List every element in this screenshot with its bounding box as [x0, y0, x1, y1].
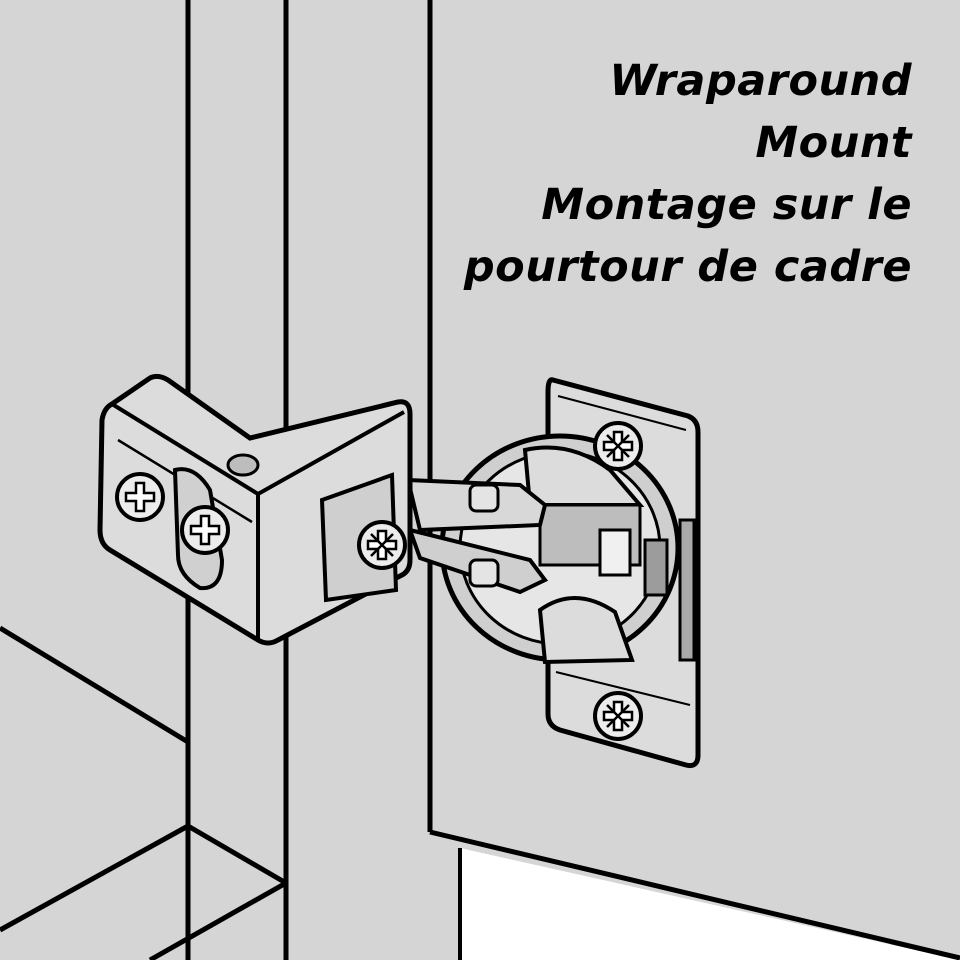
caption-line-french-1: Montage sur le [541, 180, 912, 230]
plate-screw-top [593, 421, 643, 471]
cabinet-shelf-edge [0, 625, 190, 745]
bracket-screw-side [115, 472, 165, 522]
hinge-arm [405, 477, 549, 595]
cabinet-floor-edge [0, 823, 190, 933]
floor-area [460, 848, 960, 960]
wraparound-bracket [97, 373, 413, 646]
frame-base-edge [148, 880, 288, 960]
caption-line-french-2: pourtour de cadre [463, 242, 912, 292]
caption-line-english-2: Mount [755, 118, 912, 168]
mount-type-caption: Wraparound Mount Montage sur le pourtour… [464, 50, 912, 298]
caption-line-english-1: Wraparound [609, 56, 912, 106]
plate-screw-bottom [593, 691, 643, 741]
bracket-screw-slot [180, 505, 230, 555]
frame-bottom-rail [186, 823, 288, 886]
bracket-screw-front [357, 520, 407, 570]
